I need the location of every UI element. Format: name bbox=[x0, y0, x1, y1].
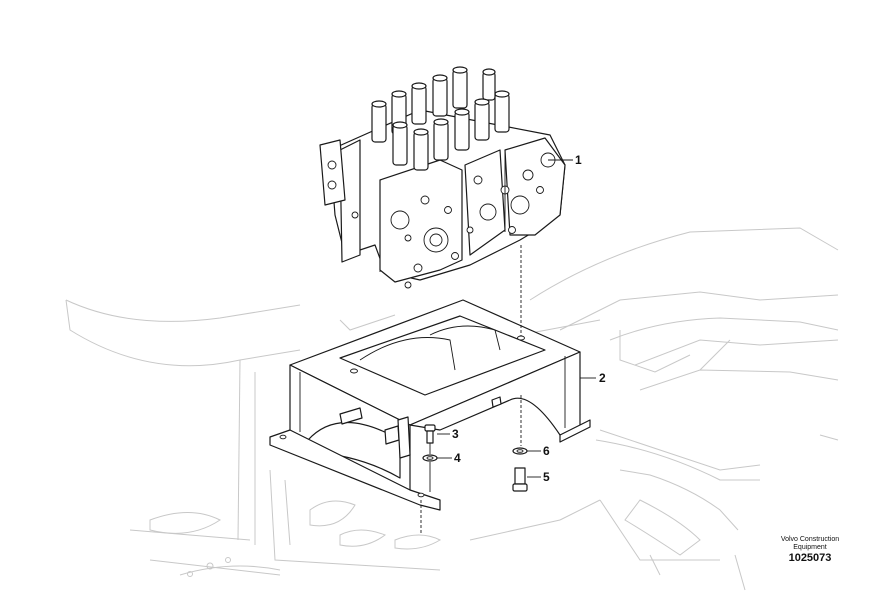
mounting-bracket bbox=[269, 299, 591, 511]
callout-6: 6 bbox=[543, 444, 550, 458]
caption-line-2: Equipment bbox=[793, 544, 827, 551]
valve-ports bbox=[327, 152, 556, 289]
callout-2: 2 bbox=[599, 371, 606, 385]
bolt-part-3 bbox=[424, 424, 436, 444]
washer-part-4 bbox=[422, 454, 438, 462]
assembly-lines bbox=[420, 245, 522, 535]
callout-3: 3 bbox=[452, 427, 459, 441]
background-frame-ghost bbox=[65, 227, 839, 591]
caption-line-1: Volvo Construction bbox=[780, 536, 840, 543]
manufacturer-caption: Volvo Construction Equipment bbox=[768, 536, 852, 552]
washer-part-6 bbox=[512, 447, 528, 455]
callout-leaders bbox=[437, 159, 596, 478]
callout-4: 4 bbox=[454, 451, 461, 465]
callout-1: 1 bbox=[575, 153, 582, 167]
spool-caps bbox=[371, 66, 510, 171]
bolt-part-5 bbox=[512, 467, 528, 492]
document-number: 1025073 bbox=[788, 552, 832, 564]
control-valve-block bbox=[319, 66, 566, 289]
callout-5: 5 bbox=[543, 470, 550, 484]
